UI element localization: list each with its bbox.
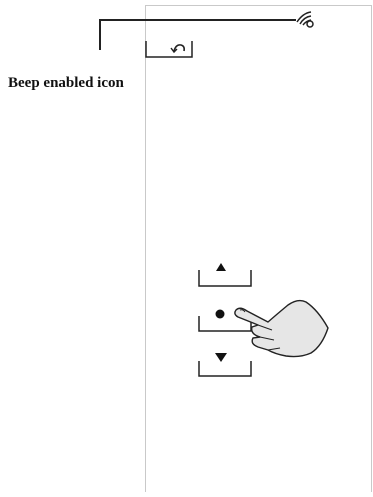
callout-leader-line (100, 20, 296, 50)
down-button-bracket (199, 361, 251, 376)
down-button[interactable] (199, 353, 251, 376)
back-button-bracket (146, 41, 192, 57)
up-triangle-icon (216, 263, 226, 271)
back-button[interactable] (146, 41, 192, 57)
up-button-bracket (199, 270, 251, 286)
pointing-hand-icon (235, 301, 328, 357)
down-triangle-icon (215, 353, 227, 362)
dot-icon (216, 310, 225, 319)
up-button[interactable] (199, 263, 251, 286)
wireless-beep-icon (297, 12, 313, 27)
